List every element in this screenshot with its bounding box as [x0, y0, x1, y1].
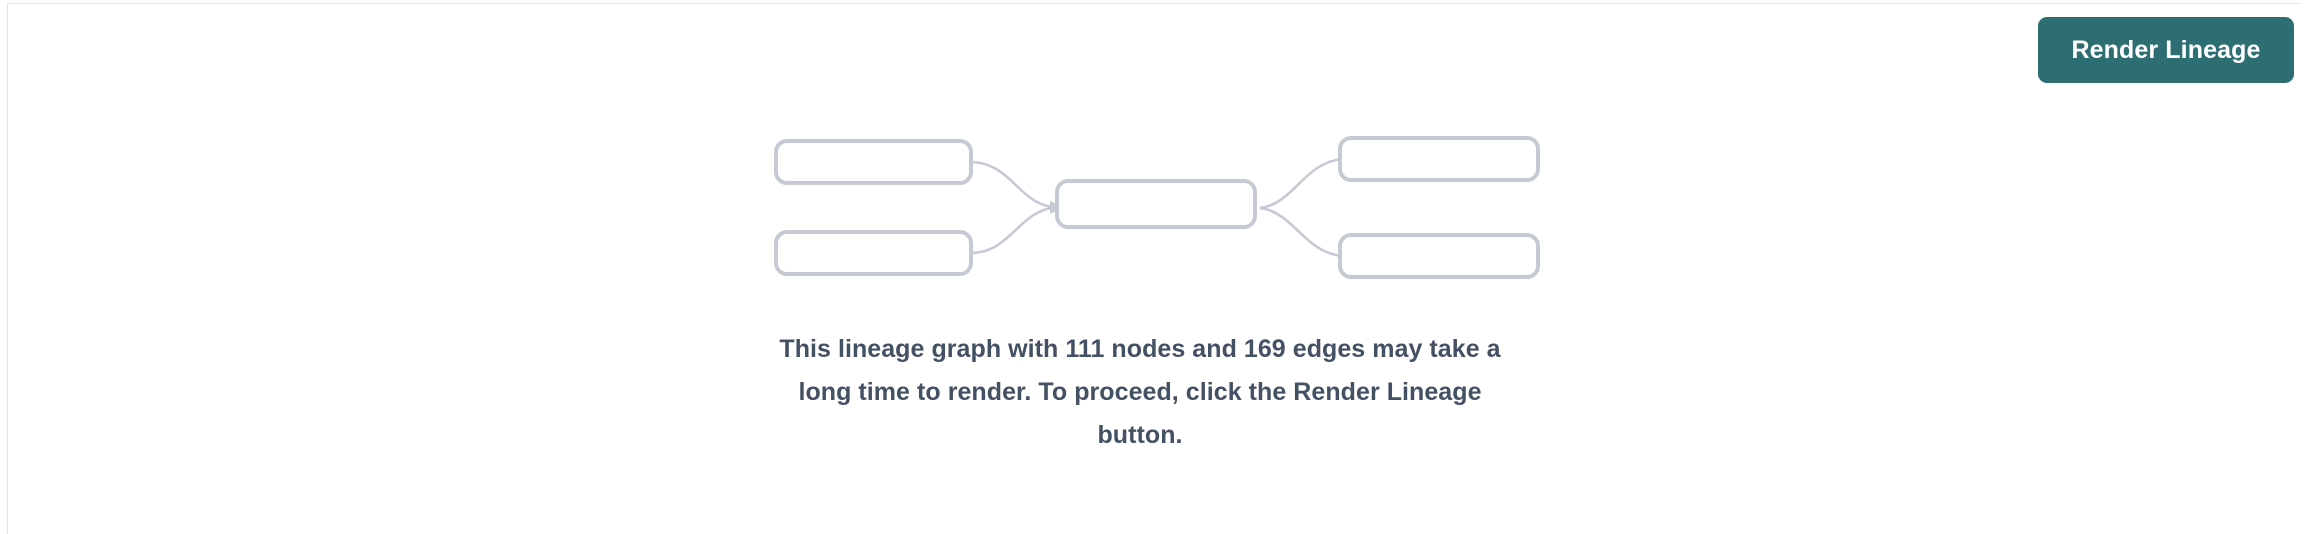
- graph-edge-upstream-1-to-focus: [969, 160, 1063, 213]
- panel-left-divider: [7, 3, 8, 534]
- lineage-graph-placeholder: [760, 128, 1560, 288]
- render-lineage-button[interactable]: Render Lineage: [2038, 17, 2294, 83]
- graph-node-upstream-2[interactable]: [774, 230, 973, 276]
- graph-node-downstream-1[interactable]: [1338, 136, 1540, 182]
- graph-node-upstream-1[interactable]: [774, 139, 973, 185]
- graph-node-focus[interactable]: [1055, 179, 1257, 229]
- lineage-warning-message: This lineage graph with 111 nodes and 16…: [779, 335, 1501, 449]
- graph-node-downstream-2[interactable]: [1338, 233, 1540, 279]
- graph-edge-upstream-2-to-focus: [969, 202, 1063, 255]
- panel-top-divider: [7, 3, 2301, 4]
